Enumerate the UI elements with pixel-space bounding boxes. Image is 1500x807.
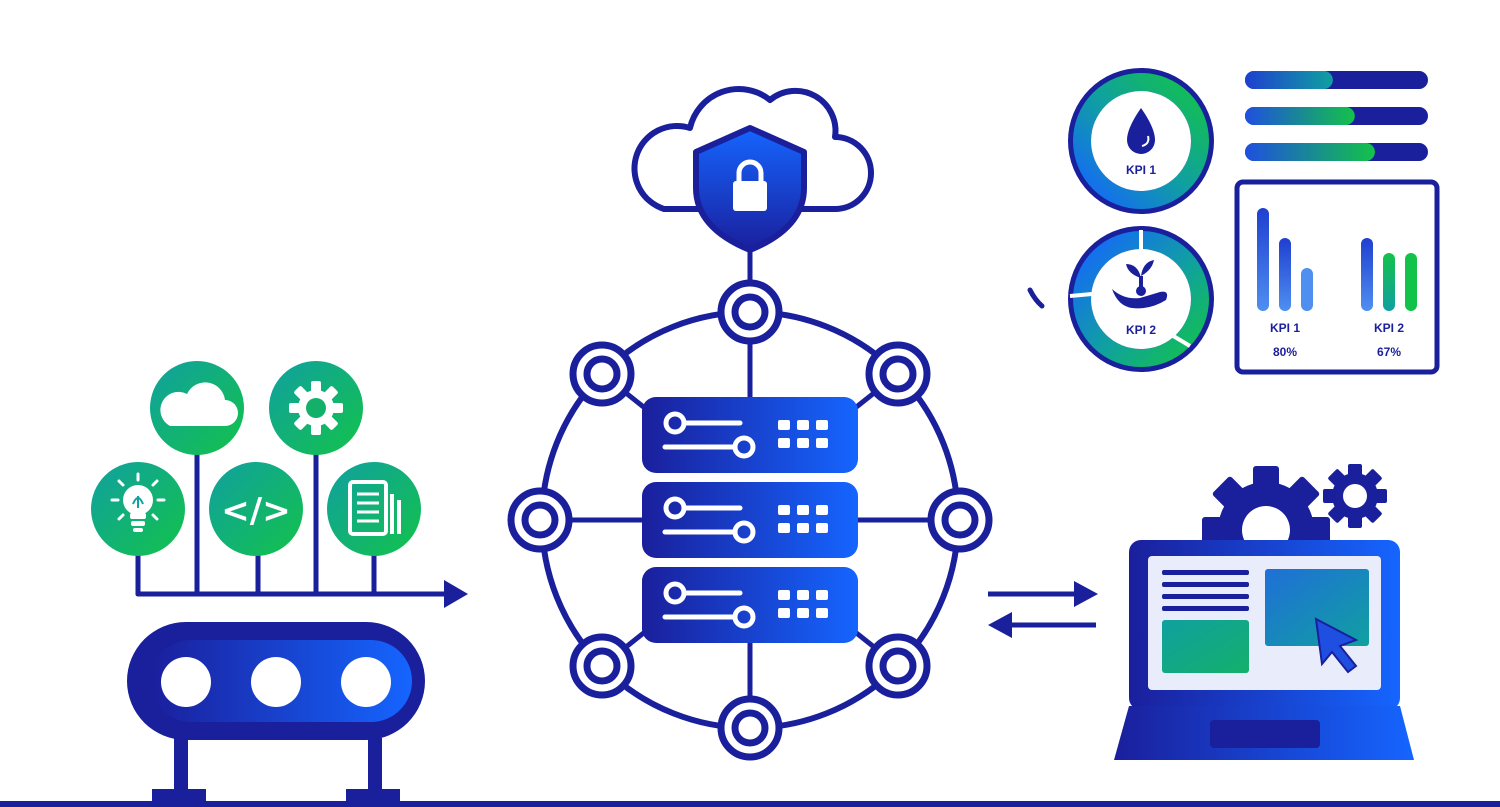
pipeline-connectors: [135, 447, 451, 597]
kpi-bar-chart: KPI 1 80% KPI 2 67%: [1234, 179, 1440, 375]
network-nodes: [507, 279, 993, 761]
laptop-gears-icon: [1114, 464, 1414, 760]
chart-bar: [1405, 253, 1417, 311]
secure-cloud-icon: [631, 86, 874, 253]
kpi1-ring: KPI 1: [1068, 68, 1214, 214]
server-unit: [642, 482, 858, 558]
chart-bar: [1279, 238, 1291, 311]
bidirectional-arrows-icon: [988, 581, 1098, 638]
kpi-dashboard: KPI 1 KPI 2: [1027, 68, 1440, 375]
conveyor-machine: [127, 622, 425, 803]
chart-group-label: KPI 1: [1270, 321, 1300, 335]
progress-fill: [1245, 71, 1333, 89]
progress-fill: [1245, 107, 1355, 125]
chart-group-label: KPI 2: [1374, 321, 1404, 335]
hand-plant-icon: [1112, 260, 1168, 309]
progress-fill: [1245, 143, 1375, 161]
decorative-tick: [1027, 287, 1045, 309]
cursor-icon: [1314, 617, 1359, 674]
progress-bars: [1245, 71, 1428, 161]
cloud-icon: [150, 361, 244, 455]
ground-line: [0, 801, 1500, 807]
chart-bar: [1301, 268, 1313, 311]
document-icon: [327, 462, 421, 556]
server-unit: [642, 397, 858, 473]
server-network: [507, 86, 993, 761]
chart-bar: [1257, 208, 1269, 311]
screen-text-lines: [1162, 570, 1249, 611]
code-glyph: </>: [221, 491, 290, 531]
lightbulb-icon: [91, 462, 185, 556]
code-icon: </>: [209, 462, 303, 556]
chart-group-percent: 80%: [1273, 345, 1297, 359]
kpi2-label: KPI 2: [1126, 323, 1156, 337]
chart-bar: [1383, 253, 1395, 311]
pipeline-arrow-head: [444, 580, 468, 608]
chart-group-percent: 67%: [1377, 345, 1401, 359]
kpi2-ring: KPI 2: [1068, 226, 1214, 372]
chart-bar: [1361, 238, 1373, 311]
kpi1-label: KPI 1: [1126, 163, 1156, 177]
screen-tile: [1265, 569, 1369, 646]
pipeline-section: </>: [91, 361, 468, 803]
server-rack: [642, 397, 858, 643]
small-gear-icon: [1323, 464, 1387, 528]
screen-tile: [1162, 620, 1249, 673]
gear-icon: [269, 361, 363, 455]
server-unit: [642, 567, 858, 643]
